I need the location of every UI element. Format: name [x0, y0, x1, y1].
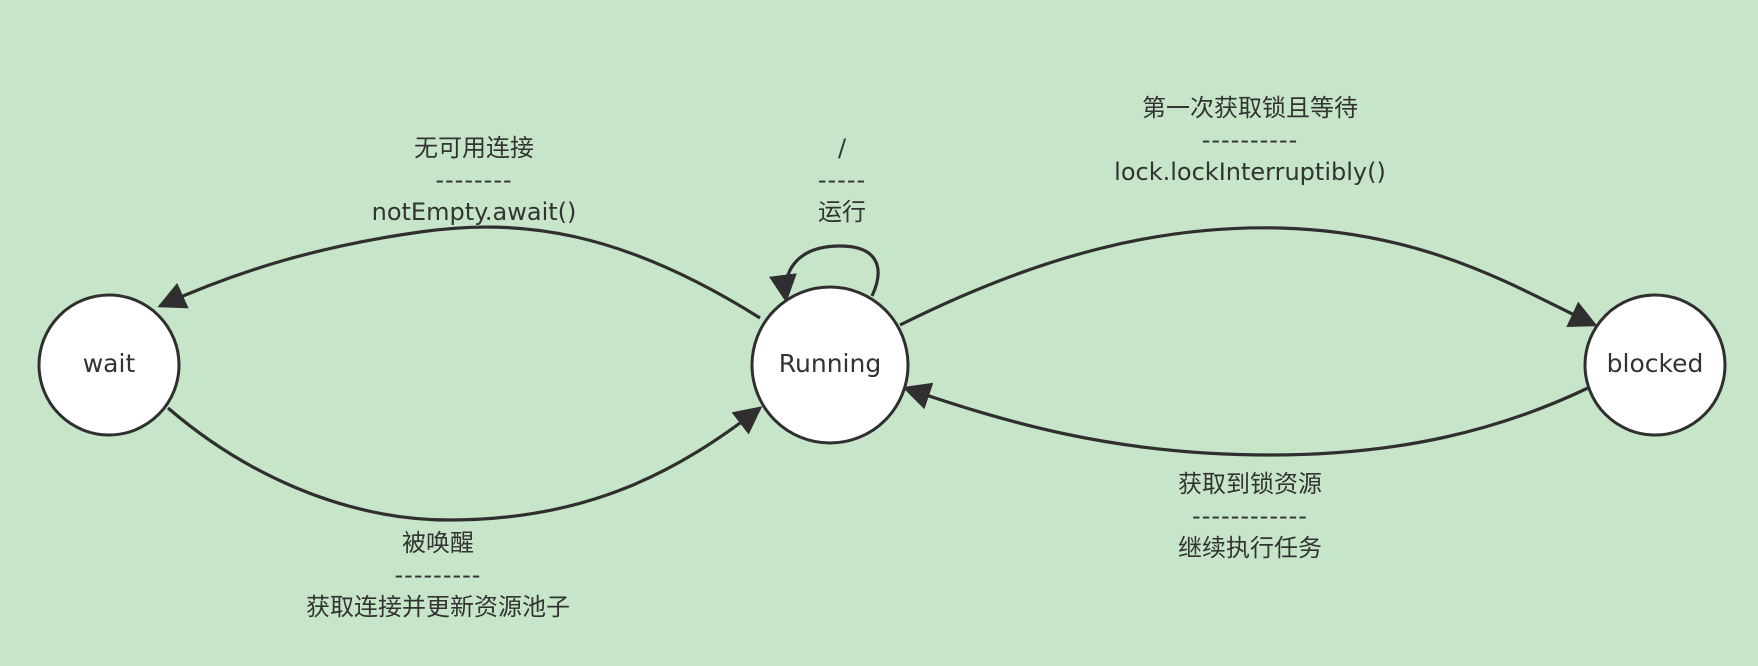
- label-running-to-blocked-detail: lock.lockInterruptibly(): [1114, 158, 1386, 186]
- state-blocked-label: blocked: [1607, 349, 1704, 378]
- state-running: Running: [750, 285, 910, 445]
- label-blocked-to-running-detail: 继续执行任务: [1178, 534, 1322, 562]
- label-running-to-blocked: 第一次获取锁且等待 ---------- lock.lockInterrupti…: [1114, 92, 1386, 188]
- label-wait-to-running-detail: 获取连接并更新资源池子: [306, 593, 570, 621]
- edge-blocked-to-running: [902, 382, 1589, 457]
- label-running-to-wait-divider: --------: [435, 166, 513, 194]
- label-running-to-wait-detail: notEmpty.await(): [371, 198, 577, 226]
- label-wait-to-running: 被唤醒 --------- 获取连接并更新资源池子: [306, 527, 570, 623]
- label-running-self-detail: 运行: [818, 198, 866, 226]
- label-running-to-blocked-divider: ----------: [1201, 126, 1299, 154]
- label-running-to-wait: 无可用连接 -------- notEmpty.await(): [372, 132, 577, 228]
- edge-running-self-loop: [768, 244, 880, 303]
- label-blocked-to-running-title: 获取到锁资源: [1178, 470, 1322, 498]
- label-blocked-to-running: 获取到锁资源 ------------ 继续执行任务: [1178, 468, 1322, 564]
- label-running-self-title: /: [837, 134, 847, 162]
- label-running-self: / ----- 运行: [818, 132, 866, 228]
- edge-running-to-wait: [157, 225, 761, 320]
- label-running-self-divider: -----: [817, 166, 867, 194]
- label-running-to-blocked-title: 第一次获取锁且等待: [1142, 94, 1358, 122]
- state-blocked: blocked: [1583, 293, 1727, 437]
- state-wait-circle: [37, 293, 181, 437]
- label-blocked-to-running-divider: ------------: [1192, 502, 1308, 530]
- state-running-label: Running: [779, 349, 881, 378]
- label-wait-to-running-title: 被唤醒: [402, 529, 474, 557]
- state-blocked-circle: [1583, 293, 1727, 437]
- edge-running-to-blocked: [899, 226, 1598, 328]
- state-wait: wait: [37, 293, 181, 437]
- label-running-to-wait-title: 无可用连接: [414, 134, 534, 162]
- state-running-circle: [750, 285, 910, 445]
- edge-wait-to-running: [166, 406, 763, 522]
- label-wait-to-running-divider: ---------: [394, 561, 482, 589]
- state-wait-label: wait: [83, 349, 136, 378]
